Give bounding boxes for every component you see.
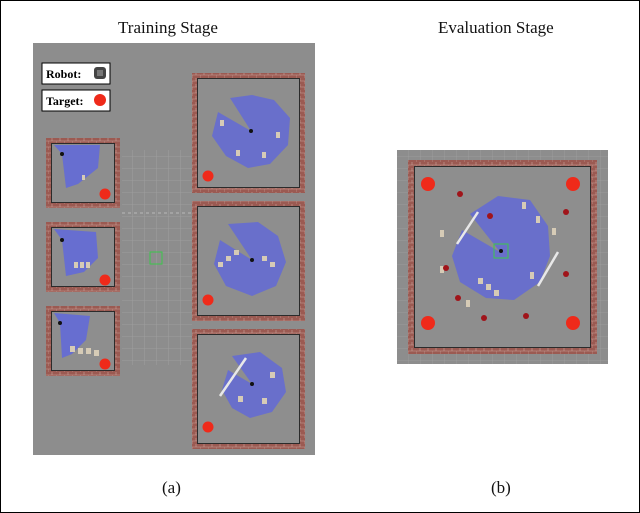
laser-scan bbox=[452, 196, 550, 300]
small-room-2 bbox=[46, 222, 120, 292]
start-marker bbox=[149, 251, 163, 265]
target-marker bbox=[99, 358, 111, 370]
robot-marker bbox=[493, 243, 509, 259]
target-marker bbox=[421, 316, 435, 330]
large-room-1 bbox=[192, 73, 305, 193]
dynamic-obstacles bbox=[443, 191, 569, 321]
target-icon bbox=[94, 94, 106, 106]
caption-b: (b) bbox=[491, 478, 511, 497]
caption-a: (a) bbox=[162, 478, 181, 497]
wall-segment bbox=[536, 251, 560, 287]
legend-robot-label: Robot: bbox=[46, 67, 81, 81]
large-room-3 bbox=[192, 329, 305, 449]
target-marker bbox=[421, 177, 435, 191]
small-room-3 bbox=[46, 306, 120, 376]
small-room-1 bbox=[46, 138, 120, 208]
wall-segment bbox=[455, 211, 480, 245]
training-stage-panel: Robot: Target: bbox=[33, 43, 315, 455]
target-marker bbox=[99, 274, 111, 286]
target-marker bbox=[99, 188, 111, 200]
evaluation-stage-panel bbox=[397, 150, 608, 364]
center-grid bbox=[122, 150, 192, 365]
target-marker bbox=[202, 170, 214, 182]
large-room-2 bbox=[192, 201, 305, 321]
legend-target-label: Target: bbox=[46, 94, 84, 108]
target-marker bbox=[202, 421, 214, 433]
target-marker bbox=[566, 316, 580, 330]
obstacles bbox=[440, 202, 556, 307]
target-marker bbox=[202, 294, 214, 306]
training-stage-title: Training Stage bbox=[118, 18, 218, 37]
target-marker bbox=[566, 177, 580, 191]
legend: Robot: Target: bbox=[41, 62, 111, 112]
evaluation-stage-title: Evaluation Stage bbox=[438, 18, 554, 37]
